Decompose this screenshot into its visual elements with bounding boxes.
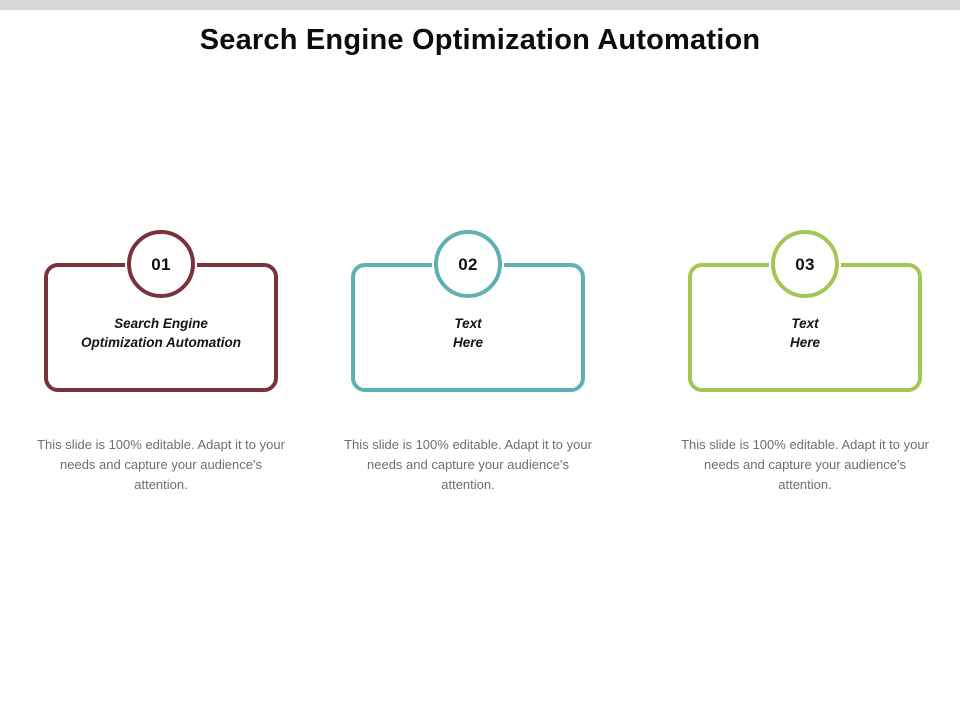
step-number-badge-2: 02 <box>434 230 502 298</box>
step-card-3[interactable]: 03 Text Here <box>680 230 930 400</box>
step-number-label-1: 01 <box>151 254 171 274</box>
step-column-3: 03 Text Here This slide is 100% editable… <box>680 230 930 492</box>
step-card-1[interactable]: 01 Search Engine Optimization Automation <box>36 230 286 400</box>
step-card-title-3: Text Here <box>789 316 821 351</box>
step-number-badge-3: 03 <box>771 230 839 298</box>
step-number-label-3: 03 <box>795 254 815 274</box>
step-card-2[interactable]: 02 Text Here <box>343 230 593 400</box>
step-body-text-3: This slide is 100% editable. Adapt it to… <box>681 437 929 492</box>
step-card-title-2: Text Here <box>452 316 484 351</box>
step-body-text-1: This slide is 100% editable. Adapt it to… <box>37 437 285 492</box>
step-number-badge-1: 01 <box>127 230 195 298</box>
step-card-title-1: Search Engine Optimization Automation <box>81 316 241 351</box>
step-body-text-2: This slide is 100% editable. Adapt it to… <box>344 437 592 492</box>
page-title: Search Engine Optimization Automation <box>199 24 761 56</box>
step-column-2: 02 Text Here This slide is 100% editable… <box>343 230 593 492</box>
step-number-label-2: 02 <box>458 254 478 274</box>
step-column-1: 01 Search Engine Optimization Automation… <box>36 230 286 492</box>
top-edge-band <box>0 0 960 10</box>
